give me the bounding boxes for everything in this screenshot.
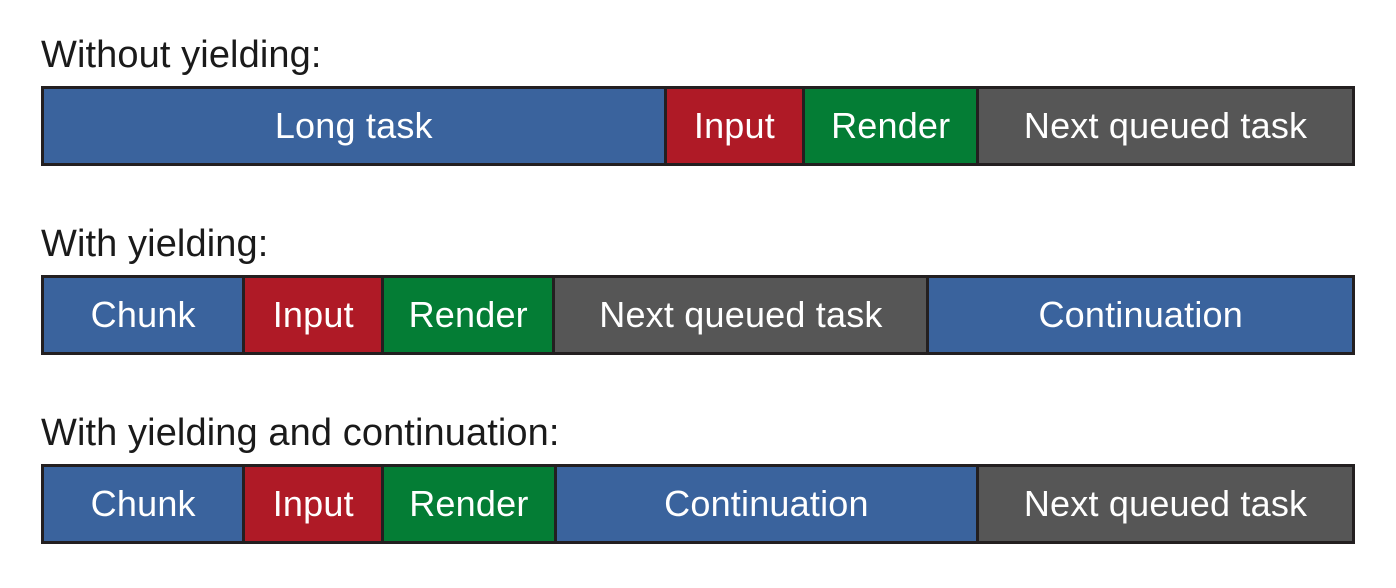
scenario-label: With yielding: bbox=[41, 223, 269, 265]
timeline-segment-render: Render bbox=[384, 467, 557, 541]
scenario-label: Without yielding: bbox=[41, 34, 322, 76]
segment-label: Chunk bbox=[90, 483, 196, 524]
segment-label: Next queued task bbox=[1023, 105, 1308, 146]
segment-label: Continuation bbox=[1038, 294, 1243, 335]
segment-label: Long task bbox=[274, 105, 433, 146]
timeline-segment-next-queued-task: Next queued task bbox=[555, 278, 930, 352]
segment-label: Input bbox=[693, 105, 775, 146]
segment-label: Input bbox=[272, 483, 354, 524]
timeline-segment-chunk: Chunk bbox=[44, 467, 246, 541]
segment-label: Next queued task bbox=[599, 294, 883, 335]
timeline-segment-continuation: Continuation bbox=[556, 467, 980, 541]
timeline-bar: Chunk Input Render Next queued task Cont… bbox=[41, 275, 1355, 355]
scenario-without-yielding: Without yielding: Long task Input Render… bbox=[41, 32, 1355, 166]
timeline-bar: Long task Input Render Next queued task bbox=[41, 86, 1355, 166]
timeline-segment-render: Render bbox=[805, 89, 980, 163]
segment-label: Chunk bbox=[90, 294, 196, 335]
segment-label: Next queued task bbox=[1023, 483, 1308, 524]
timeline-segment-render: Render bbox=[384, 278, 556, 352]
timeline-segment-next-queued-task: Next queued task bbox=[979, 467, 1352, 541]
segment-label: Continuation bbox=[664, 483, 869, 524]
segment-label: Input bbox=[272, 294, 354, 335]
scenario-with-yielding-and-continuation: With yielding and continuation: Chunk In… bbox=[41, 410, 1355, 544]
scenario-label: With yielding and continuation: bbox=[41, 412, 560, 454]
timeline-segment-input: Input bbox=[245, 467, 385, 541]
timeline-bar: Chunk Input Render Continuation Next que… bbox=[41, 464, 1355, 544]
segment-label: Render bbox=[408, 294, 528, 335]
timeline-segment-input: Input bbox=[245, 278, 385, 352]
scenario-with-yielding: With yielding: Chunk Input Render Next q… bbox=[41, 221, 1355, 355]
timeline-segment-chunk: Chunk bbox=[44, 278, 246, 352]
timeline-segment-continuation: Continuation bbox=[929, 278, 1352, 352]
timeline-segment-next-queued-task: Next queued task bbox=[979, 89, 1352, 163]
timeline-segment-input: Input bbox=[666, 89, 806, 163]
segment-label: Render bbox=[831, 105, 951, 146]
timeline-segment-long-task: Long task bbox=[44, 89, 667, 163]
segment-label: Render bbox=[409, 483, 529, 524]
